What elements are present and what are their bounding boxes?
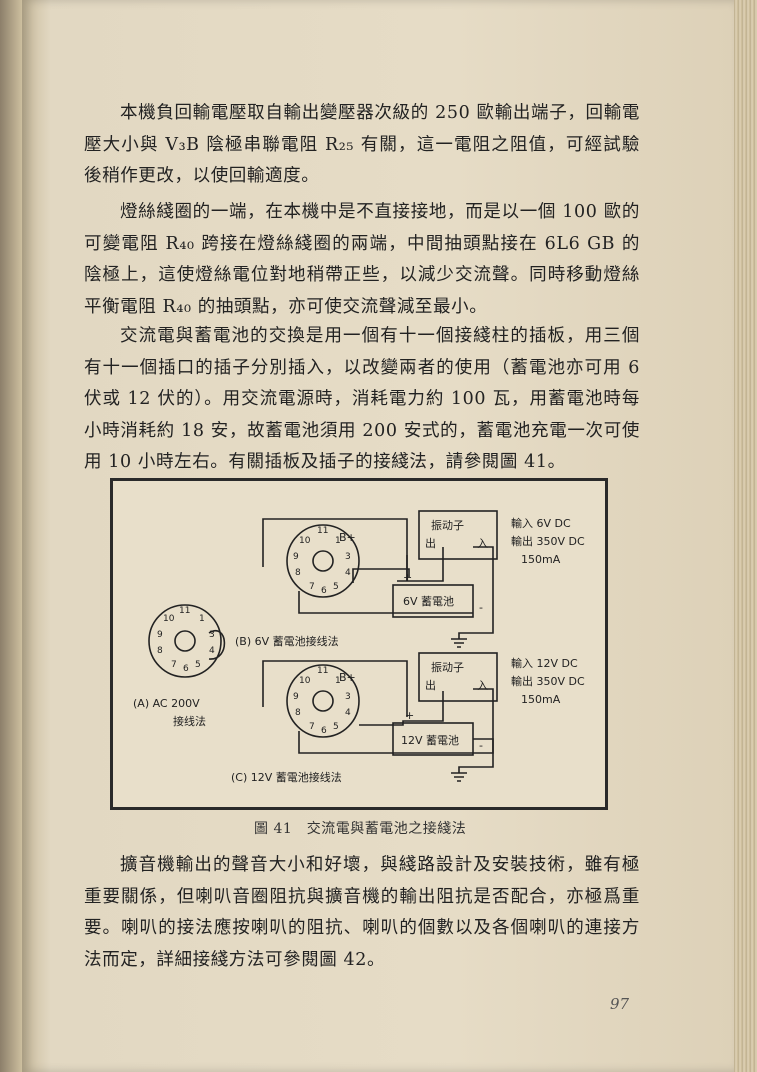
pin-c-6: 6 [321, 726, 327, 736]
paragraph-feedback: 本機負回輸電壓取自輸出變壓器次級的 250 歐輸出端子，回輸電壓大小與 V₃B … [84, 103, 640, 186]
vibrator-b-box [418, 510, 498, 560]
b-plus-label-b: B+ [339, 531, 356, 544]
label-c-method: (C) 12V 蓄電池接线法 [231, 770, 342, 784]
paragraph-filament: 燈絲綫圈的一端，在本機中是不直接接地，而是以一個 100 歐的可變電阻 R₄₀ … [84, 202, 640, 317]
figure-caption: 圖 41 交流電與蓄電池之接綫法 [254, 821, 467, 837]
page-number: 97 [610, 995, 630, 1013]
wire-c-2 [298, 688, 494, 754]
pin-b-3: 3 [345, 552, 351, 562]
pin-c-5: 5 [333, 722, 339, 732]
pin-a-10: 10 [163, 614, 175, 624]
battery-6v-plus: + [403, 571, 412, 584]
wire-b-1 [262, 518, 408, 581]
pin-a-4: 4 [209, 646, 215, 656]
pin-b-9: 9 [293, 552, 299, 562]
paragraph-speaker: 擴音機輸出的聲音大小和好壞，與綫路設計及安裝技術，雖有極重要關係，但喇叭音圈阻抗… [84, 855, 640, 970]
spec-12v-input: 輸入 12V DC [511, 656, 578, 670]
battery-12v-label: 12V 蓄電池 [401, 734, 459, 747]
figure-41-frame: 11 10 1 9 3 8 4 7 6 5 11 10 1 9 3 8 4 7 … [110, 478, 608, 810]
battery-6v-label: 6V 蓄電池 [403, 595, 454, 608]
wire-b-2 [298, 591, 473, 614]
wiring-diagram: 11 10 1 9 3 8 4 7 6 5 11 10 1 9 3 8 4 7 … [133, 510, 585, 784]
vibrator-c-box [418, 652, 498, 702]
pin-c-3: 3 [345, 692, 351, 702]
pin-b-6: 6 [321, 586, 327, 596]
pin-a-1: 1 [199, 614, 205, 624]
vibrator-b-label: 振动子 [431, 518, 464, 532]
battery-6v-box [392, 584, 474, 618]
battery-12v-minus: - [479, 739, 483, 752]
label-a-line2: 接线法 [173, 714, 206, 728]
battery-12v-plus: + [405, 709, 414, 722]
pin-b-7: 7 [309, 582, 315, 592]
pin-c-9: 9 [293, 692, 299, 702]
wire-c-1 [262, 660, 408, 717]
pin-c-7: 7 [309, 722, 315, 732]
pin-b-1: 1 [335, 536, 341, 546]
pin-b-10: 10 [299, 536, 311, 546]
socket-a-jumper [208, 630, 226, 660]
vibrator-c-out: 出 [425, 678, 436, 692]
spec-12v-current: 150mA [521, 693, 561, 706]
pin-c-10: 10 [299, 676, 311, 686]
book-gutter [0, 0, 22, 1072]
label-b-method: (B) 6V 蓄電池接线法 [235, 634, 339, 648]
pin-b-11: 11 [317, 526, 328, 536]
socket-a-outer [148, 604, 222, 678]
pin-a-9: 9 [157, 630, 163, 640]
pin-a-7: 7 [171, 660, 177, 670]
battery-6v-minus: - [479, 601, 483, 614]
socket-a-key [174, 630, 196, 652]
vibrator-b-out: 出 [425, 536, 436, 550]
socket-c-outer [286, 664, 360, 738]
socket-b-outer [286, 524, 360, 598]
pin-c-11: 11 [317, 666, 328, 676]
spec-6v-input: 輸入 6V DC [511, 516, 571, 530]
pin-b-8: 8 [295, 568, 301, 578]
b-plus-label-c: B+ [339, 671, 356, 684]
vibrator-c-in: 入 [477, 679, 488, 692]
pin-a-8: 8 [157, 646, 163, 656]
pin-c-1: 1 [335, 676, 341, 686]
pin-a-3: 3 [209, 630, 215, 640]
spec-12v-output: 輸出 350V DC [511, 674, 585, 688]
page-stack-edge [734, 0, 757, 1072]
socket-c-key [312, 690, 334, 712]
spec-6v-current: 150mA [521, 553, 561, 566]
vibrator-c-label: 振动子 [431, 660, 464, 674]
pin-a-5: 5 [195, 660, 201, 670]
pin-c-4: 4 [345, 708, 351, 718]
pin-b-4: 4 [345, 568, 351, 578]
spec-6v-output: 輸出 350V DC [511, 534, 585, 548]
pin-a-11: 11 [179, 606, 190, 616]
vibrator-b-in: 入 [477, 537, 488, 550]
paragraph-power-switch: 交流電與蓄電池的交換是用一個有十一個接綫柱的插板，用三個有十一個插口的插子分別插… [84, 326, 640, 472]
pin-c-8: 8 [295, 708, 301, 718]
socket-b-key [312, 550, 334, 572]
pin-b-5: 5 [333, 582, 339, 592]
pin-a-6: 6 [183, 664, 189, 674]
wire-c-ground [458, 738, 494, 773]
label-a-line1: (A) AC 200V [133, 697, 200, 710]
wire-b-ground [458, 546, 494, 639]
